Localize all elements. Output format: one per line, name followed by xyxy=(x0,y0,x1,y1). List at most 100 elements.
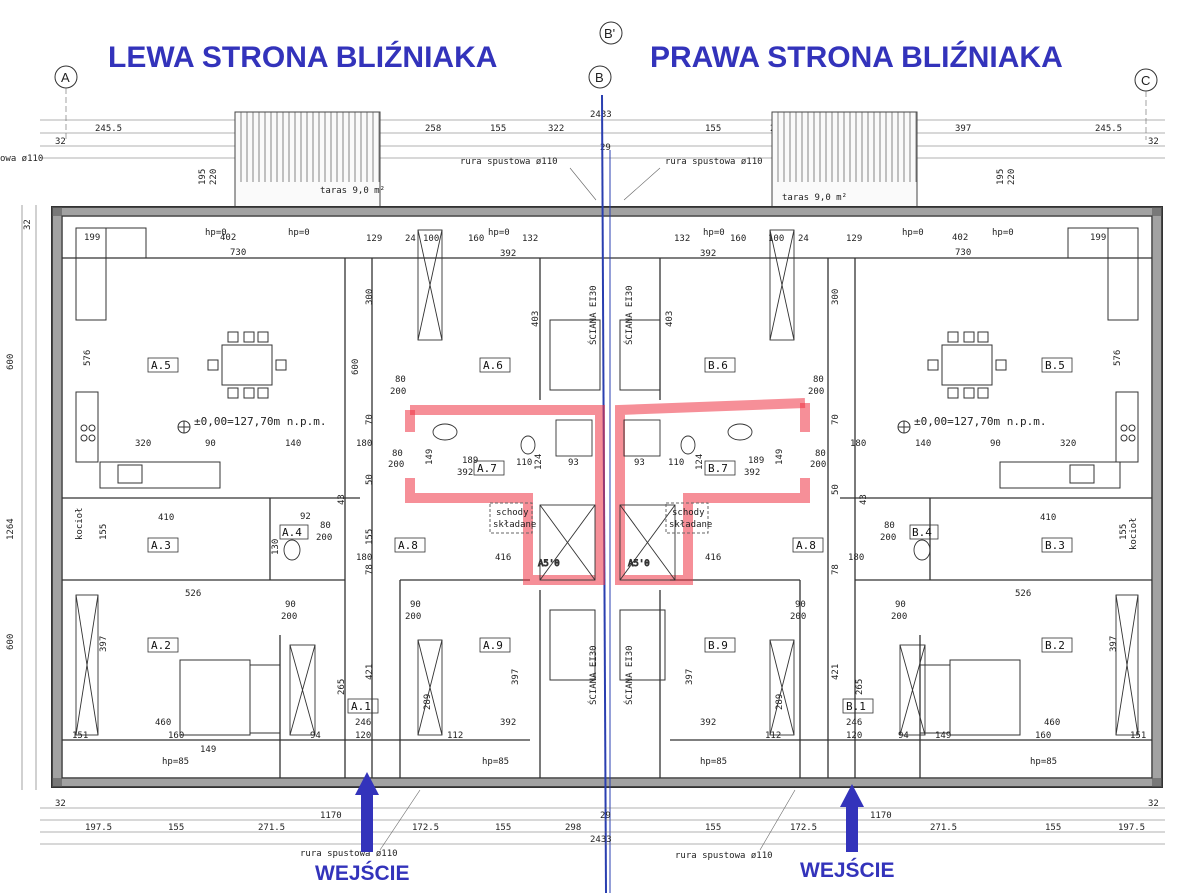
dim-top-l4: 155 xyxy=(490,124,506,134)
dim-160-bot-left: 160 xyxy=(168,731,184,741)
dim-bot-r4: 155 xyxy=(1045,823,1061,833)
dim-94-right: 94 xyxy=(898,731,909,741)
door-200-b9: 200 xyxy=(790,612,806,622)
axis-label-b: B xyxy=(595,70,604,85)
dim-149-left: 149 xyxy=(425,449,435,465)
dim-side-1: 600 xyxy=(6,354,16,370)
dim-392-bot-right: 392 xyxy=(700,718,716,728)
room-a9: A.9 xyxy=(483,639,503,652)
dim-155-hall-left: 155 xyxy=(365,529,375,545)
door-90-b9: 90 xyxy=(795,600,806,610)
bed-left-a2 xyxy=(179,659,281,736)
red-highlight-walls xyxy=(405,398,810,585)
door-200-a6: 200 xyxy=(390,387,406,397)
dim-bot-wing-right: 1170 xyxy=(870,811,892,821)
dim-hp0-l2: hp=0 xyxy=(288,228,310,238)
stairs-right: A5'0 xyxy=(619,504,676,581)
dim-43-right: 43 xyxy=(859,494,869,505)
dim-300-right: 300 xyxy=(831,289,841,305)
dim-392-bot-left: 392 xyxy=(500,718,516,728)
room-a5: A.5 xyxy=(151,359,171,372)
dim-24-right: 24 xyxy=(798,234,809,244)
dim-132-left: 132 xyxy=(522,234,538,244)
entrance-arrow-left-icon xyxy=(355,772,379,795)
dim-130-left: 130 xyxy=(271,539,281,555)
room-a1: A.1 xyxy=(351,700,371,713)
bottom-dimensions: 32 32 1170 1170 29 197.5 155 271.5 172.5… xyxy=(40,789,1165,861)
room-b5: B.5 xyxy=(1045,359,1065,372)
dim-78-left: 78 xyxy=(365,564,375,575)
dim-top-mid: 29 xyxy=(600,143,611,153)
room-b1: B.1 xyxy=(846,700,866,713)
door-200-a4: 200 xyxy=(316,533,332,543)
dim-220-left: 220 xyxy=(209,169,219,185)
dim-bot-r2: 172.5 xyxy=(790,823,817,833)
dim-top-edge-right: 32 xyxy=(1148,137,1159,147)
kitchen-left xyxy=(75,227,221,489)
door-80-a6: 80 xyxy=(395,375,406,385)
dim-top-edge-left: 32 xyxy=(55,137,66,147)
room-b9: B.9 xyxy=(708,639,728,652)
dim-hp0-r3: hp=0 xyxy=(992,228,1014,238)
entrance-arrow-right-icon xyxy=(840,784,864,807)
dim-bot-edge-left: 32 xyxy=(55,799,66,809)
room-b6: B.6 xyxy=(708,359,728,372)
axis-label-b-prime: B' xyxy=(604,26,615,41)
dim-92-left: 92 xyxy=(300,512,311,522)
dim-246-left: 246 xyxy=(355,718,371,728)
dim-265-left: 265 xyxy=(337,679,347,695)
dim-410-left: 410 xyxy=(158,513,174,523)
dim-110-left: 110 xyxy=(516,458,532,468)
dim-397-b2: 397 xyxy=(1109,636,1119,652)
dim-bot-mid: 29 xyxy=(600,811,611,821)
room-a4: A.4 xyxy=(282,526,302,539)
outer-walls xyxy=(51,206,1163,788)
dim-top-l1: 245.5 xyxy=(95,124,122,134)
room-b7: B.7 xyxy=(708,462,728,475)
dim-730-right: 730 xyxy=(955,248,971,258)
door-200-b4: 200 xyxy=(880,533,896,543)
label-stairs-left-1: schody xyxy=(496,508,529,518)
dim-bot-l5: 155 xyxy=(495,823,511,833)
dim-421-left: 421 xyxy=(365,664,375,680)
dim-24-left: 24 xyxy=(405,234,416,244)
dim-100-right: 100 xyxy=(768,234,784,244)
dim-140-left: 140 xyxy=(285,439,301,449)
dim-180-top-right: 180 xyxy=(850,439,866,449)
label-stairs-right-2: składane xyxy=(669,520,712,530)
dim-bot-l6: 298 xyxy=(565,823,581,833)
dim-151-right: 151 xyxy=(1130,731,1146,741)
dim-397-b9: 397 xyxy=(685,669,695,685)
dim-397-a2: 397 xyxy=(99,636,109,652)
axis-marker-a: A xyxy=(54,65,78,140)
dim-93-left: 93 xyxy=(568,458,579,468)
dim-195-right: 195 xyxy=(996,169,1006,185)
dim-397-a9: 397 xyxy=(511,669,521,685)
level-marker-right: ±0,00=127,70m n.p.m. xyxy=(897,415,1046,434)
dim-195-left: 195 xyxy=(198,169,208,185)
label-level-left: ±0,00=127,70m n.p.m. xyxy=(194,415,326,428)
dim-180-right: 180 xyxy=(848,553,864,563)
dim-hp85-l1: hp=85 xyxy=(162,757,189,767)
axis-marker-b-prime: B' xyxy=(599,21,623,45)
dim-416-right: 416 xyxy=(705,553,721,563)
label-wall-top-left: ŚCIANA EI30 xyxy=(587,285,599,345)
axis-label-c: C xyxy=(1141,73,1150,88)
dim-70-left: 70 xyxy=(365,414,375,425)
dim-199-right: 199 xyxy=(1090,233,1106,243)
label-terrace-right: taras 9,0 m² xyxy=(782,193,847,203)
dim-576-left: 576 xyxy=(83,350,93,366)
door-90-a9: 90 xyxy=(410,600,421,610)
dim-129-left: 129 xyxy=(366,234,382,244)
dim-160-left: 160 xyxy=(468,234,484,244)
dim-bot-l1: 197.5 xyxy=(85,823,112,833)
heading-right-side: PRAWA STRONA BLIŹNIAKA xyxy=(650,40,1063,74)
entrance-right: WEJŚCIE xyxy=(800,784,895,882)
dim-289-right: 289 xyxy=(775,694,785,710)
room-a2: A.2 xyxy=(151,639,171,652)
dim-160-bot-right: 160 xyxy=(1035,731,1051,741)
room-a6: A.6 xyxy=(483,359,503,372)
room-a7: A.7 xyxy=(477,462,497,475)
bed-right-b9 xyxy=(619,609,666,681)
dim-129-right: 129 xyxy=(846,234,862,244)
